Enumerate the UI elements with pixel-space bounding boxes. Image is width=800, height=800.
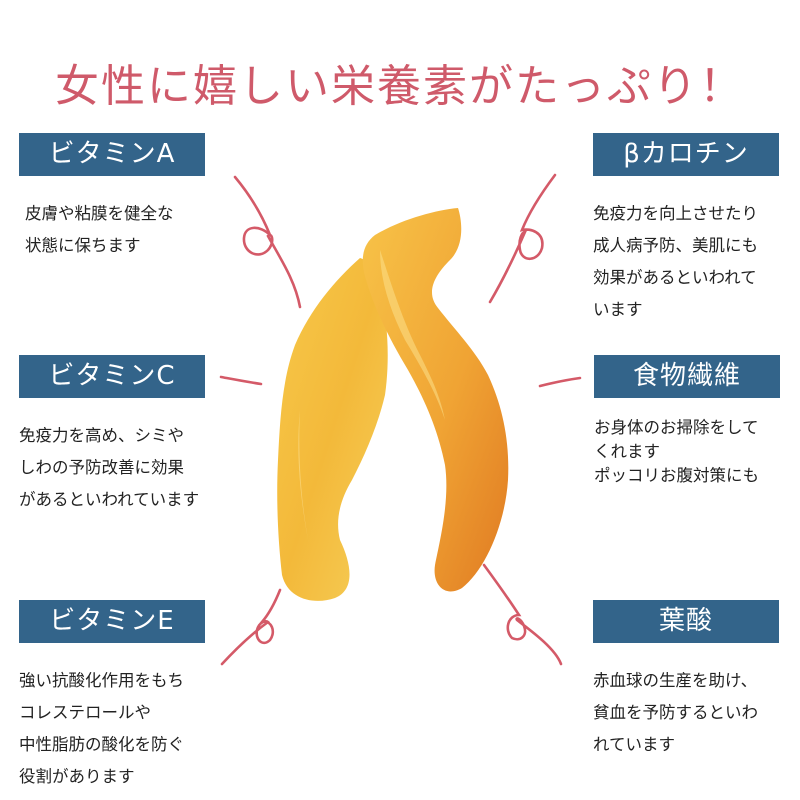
desc-line: くれます (594, 442, 660, 461)
label-vitamin-c: ビタミンC (19, 355, 205, 398)
desc-line: れています (593, 735, 676, 754)
squiggle-mid-right (538, 376, 582, 388)
desc-line: います (593, 300, 643, 319)
desc-line: 役割があります (19, 767, 135, 786)
nutrient-folic-acid: 葉酸 赤血球の生産を助け、 貧血を予防するといわ れています (593, 600, 800, 761)
description-vitamin-a: 皮膚や粘膜を健全な 状態に保ちます (25, 198, 229, 262)
desc-line: お身体のお掃除をして (594, 418, 759, 437)
label-folic-acid: 葉酸 (593, 600, 779, 643)
nutrient-beta-carotene: βカロチン 免疫力を向上させたり 成人病予防、美肌にも 効果があるといわれて い… (593, 133, 800, 326)
desc-line: 中性脂肪の酸化を防ぐ (19, 735, 184, 754)
nutrient-vitamin-c: ビタミンC 免疫力を高め、シミや しわの予防改善に効果 があるといわれています (19, 355, 229, 516)
desc-line: ポッコリお腹対策にも (594, 466, 759, 485)
desc-line: しわの予防改善に効果 (19, 458, 184, 477)
desc-line: 免疫力を高め、シミや (19, 426, 184, 445)
nutrient-vitamin-e: ビタミンE 強い抗酸化作用をもち コレステロールや 中性脂肪の酸化を防ぐ 役割が… (19, 600, 229, 793)
desc-line: があるといわれています (19, 490, 200, 509)
mango-slice-left (277, 258, 388, 601)
description-beta-carotene: 免疫力を向上させたり 成人病予防、美肌にも 効果があるといわれて います (593, 198, 800, 326)
nutrient-dietary-fiber: 食物繊維 お身体のお掃除をして くれます ポッコリお腹対策にも (594, 355, 800, 488)
desc-line: 成人病予防、美肌にも (593, 236, 758, 255)
dried-mango-image (277, 208, 509, 601)
desc-line: 効果があるといわれて (593, 268, 757, 287)
label-vitamin-e: ビタミンE (19, 600, 205, 643)
description-vitamin-e: 強い抗酸化作用をもち コレステロールや 中性脂肪の酸化を防ぐ 役割があります (19, 665, 229, 793)
label-beta-carotene: βカロチン (593, 133, 779, 176)
desc-line: コレステロールや (19, 703, 151, 722)
mango-slice-right (362, 208, 509, 592)
desc-line: 状態に保ちます (25, 236, 141, 255)
desc-line: 強い抗酸化作用をもち (19, 671, 184, 690)
desc-line: 皮膚や粘膜を健全な (25, 204, 174, 223)
desc-line: 免疫力を向上させたり (593, 204, 758, 223)
nutrient-vitamin-a: ビタミンA 皮膚や粘膜を健全な 状態に保ちます (19, 133, 229, 262)
desc-line: 貧血を予防するといわ (593, 703, 758, 722)
description-vitamin-c: 免疫力を高め、シミや しわの予防改善に効果 があるといわれています (19, 420, 229, 516)
desc-line: 赤血球の生産を助け、 (593, 671, 758, 690)
description-dietary-fiber: お身体のお掃除をして くれます ポッコリお腹対策にも (594, 416, 800, 488)
label-dietary-fiber: 食物繊維 (594, 355, 780, 398)
label-vitamin-a: ビタミンA (19, 133, 205, 176)
page-title: 女性に嬉しい栄養素がたっぷり！ (55, 61, 745, 113)
description-folic-acid: 赤血球の生産を助け、 貧血を予防するといわ れています (593, 665, 800, 761)
